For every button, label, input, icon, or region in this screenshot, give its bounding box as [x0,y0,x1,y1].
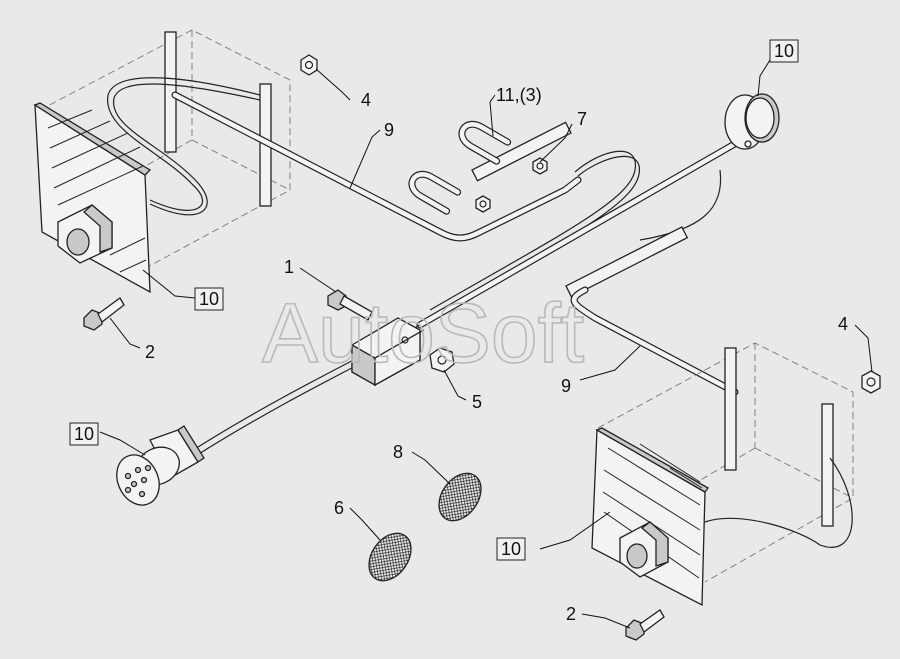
bolt-item-2-left [83,297,125,331]
nut-item-5 [429,347,455,373]
seven-pin-connector [116,425,205,506]
nut-item-4-right [861,370,881,394]
callout-10-top-right: 10 [774,41,794,61]
leader-lines [99,59,873,629]
right-lamp-socket [619,521,669,578]
bolt-item-1 [327,289,373,321]
callout-9-upper: 9 [384,120,394,140]
callout-box-10-connector [69,422,99,446]
left-lamp-wire [107,77,261,211]
upper-tube-clamp-sleeve [471,121,572,182]
right-lamp-wire [704,457,853,548]
right-lamp-bracket-rear [724,347,737,471]
callout-10-connector: 10 [74,424,94,444]
callout-10-right-lamp: 10 [501,539,521,559]
right-round-lamp [724,93,780,150]
nut-item-4-top [300,54,318,76]
watermark-text: AutoSoft [262,286,584,380]
upper-harness-tube [171,91,582,242]
u-bolt-lower [408,170,462,215]
callout-11: 11,(3) [496,85,542,105]
left-lamp-wire-2 [113,83,261,216]
lower-tube-clamp-sleeve [565,226,689,298]
reflector-item-7 [438,472,482,522]
right-lamp-bracket-front [821,403,834,527]
callout-7: 8 [393,442,403,462]
reflector-item-8 [368,532,412,582]
left-lamp-housing-edge [33,102,152,176]
nut-item-6-upper [532,157,548,175]
nut-item-6-lower [475,195,491,213]
left-lamp-assembly [33,29,291,294]
callout-4-top: 4 [361,90,371,110]
callout-labels: 4 7 11,(3) 9 1 2 5 4 9 8 6 2 10 10 10 10 [74,41,848,624]
center-main-wire [429,150,636,311]
callout-8: 6 [334,498,344,518]
junction-block [351,317,421,387]
callout-5: 5 [472,392,482,412]
callout-6: 7 [577,109,587,129]
callout-box-10-left-lamp [194,287,224,311]
callout-9-lower: 9 [561,376,571,396]
callout-box-10-top-right [769,39,799,63]
callout-4-right: 4 [838,314,848,334]
right-lamp-assembly [591,342,854,607]
callout-2-left: 2 [145,342,155,362]
callout-2-right: 2 [566,604,576,624]
callout-box-10-right-lamp [496,537,526,561]
left-lamp-socket [57,204,113,264]
u-bolt-upper [458,120,512,165]
bolt-item-2-right [625,609,665,641]
lower-harness-tube [565,226,739,396]
right-lamp-housing-edge [595,427,709,493]
callout-10-left-lamp: 10 [199,289,219,309]
right-hub-wire [639,169,722,241]
left-lamp-housing [34,103,151,294]
callout-1: 1 [284,257,294,277]
left-lamp-reflector-hatching [47,109,147,273]
